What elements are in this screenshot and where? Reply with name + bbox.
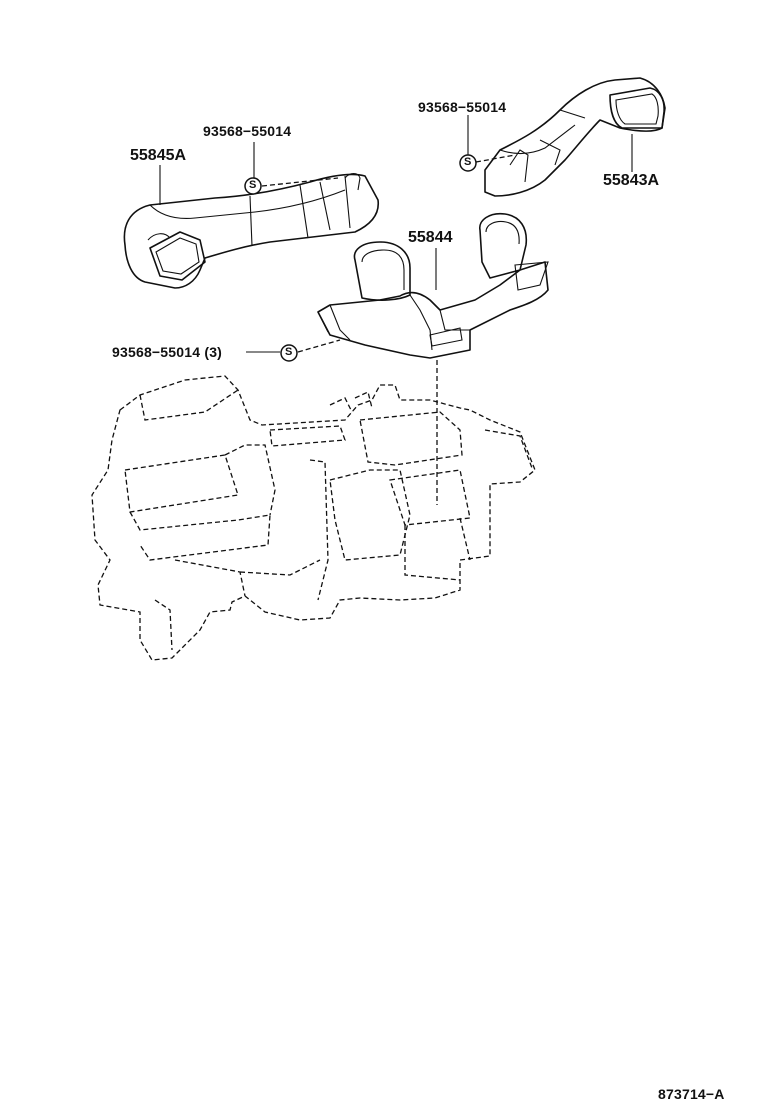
clip-symbol-text: S: [249, 179, 257, 191]
label-clip-top-left: 93568−55014: [203, 123, 292, 139]
left-air-duct: [123, 172, 380, 289]
clip-icon-top-right: [459, 154, 477, 172]
clip-icon-top-left: [244, 177, 262, 195]
label-part-55843a: 55843A: [603, 172, 660, 189]
label-clip-top-right: 93568−55014: [418, 99, 507, 115]
right-air-duct: [484, 77, 666, 197]
center-air-duct: [317, 212, 549, 359]
diagram-number: 873714−A: [658, 1086, 725, 1102]
clip-symbol-text: S: [464, 156, 472, 168]
heater-unit-outline: [91, 375, 536, 661]
leader-lines: [159, 115, 633, 505]
clip-icon-center: [280, 344, 298, 362]
label-part-55845a: 55845A: [130, 147, 187, 164]
label-part-55844: 55844: [408, 229, 453, 246]
clip-symbol-text: S: [285, 346, 293, 358]
label-clip-center: 93568−55014 (3): [112, 344, 223, 360]
